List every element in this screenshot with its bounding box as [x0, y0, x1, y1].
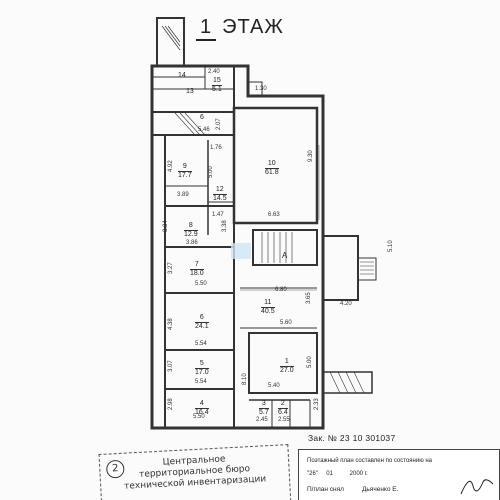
dimension: 4.38 — [168, 318, 174, 330]
status-date: "26" 01 2000 г. — [307, 471, 368, 477]
floor-number: 1 — [196, 16, 217, 41]
dimension: 5.50 — [193, 414, 205, 420]
dimension: 3.65 — [306, 292, 312, 304]
dimension: 2.07 — [216, 118, 222, 130]
dimension: 8.10 — [242, 373, 248, 385]
dimension: 1.30 — [255, 86, 267, 92]
dimension: 2.45 — [256, 417, 268, 423]
dimension: 2.40 — [208, 69, 220, 75]
floor-word: ЭТАЖ — [222, 16, 284, 38]
dimension: 5.40 — [268, 383, 280, 389]
dimension: 5.00 — [307, 356, 313, 368]
dimension: 5.60 — [280, 320, 292, 326]
dimension: 3.86 — [186, 240, 198, 246]
dimension: 3.27 — [168, 262, 174, 274]
dimension: 5.00 — [208, 166, 214, 178]
dimension: 3.07 — [168, 360, 174, 372]
dimension: 5.10 — [388, 240, 394, 252]
status-box: Поэтажный план составлен по состоянию на… — [298, 449, 500, 500]
dimension: 4.20 — [340, 301, 352, 307]
status-line-1: Поэтажный план составлен по состоянию на — [307, 458, 433, 464]
dimension: 4.92 — [168, 160, 174, 172]
dimension: 1.47 — [212, 212, 224, 218]
dimension: 2.33 — [314, 398, 320, 410]
room-label: 14 — [178, 72, 186, 79]
surveyor-name: Дьяченко Е. — [362, 486, 399, 493]
room-label: 13 — [186, 88, 194, 95]
order-number: Зак. № 23 10 301037 — [308, 433, 396, 443]
dimension: 3.38 — [222, 220, 228, 232]
signature-icon — [460, 479, 494, 495]
bti-stamp: 2 Центральное территориальное бюро техни… — [98, 444, 292, 500]
stair-outline — [252, 229, 318, 266]
dimension: 5.50 — [195, 281, 207, 287]
room-label: 6 — [200, 114, 204, 121]
dimension: 6.80 — [275, 287, 287, 293]
dimension: 1.76 — [210, 145, 222, 151]
dimension: 9.30 — [308, 150, 314, 162]
dimension: 3.34 — [163, 220, 169, 232]
outer-wall — [150, 64, 325, 430]
highlight-mark — [231, 243, 251, 259]
dimension: 5.54 — [195, 379, 207, 385]
dimension: 2.98 — [168, 398, 174, 410]
room-10-outline — [232, 106, 319, 225]
dimension: 5.46 — [198, 127, 210, 133]
dimension: 5.54 — [195, 341, 207, 347]
dimension: 3.89 — [177, 192, 189, 198]
status-line-3: П/план снял Дьяченко Е. — [307, 486, 399, 493]
stair-label: А — [282, 251, 288, 260]
dimension: 6.63 — [268, 212, 280, 218]
dimension: 2.55 — [278, 417, 290, 423]
